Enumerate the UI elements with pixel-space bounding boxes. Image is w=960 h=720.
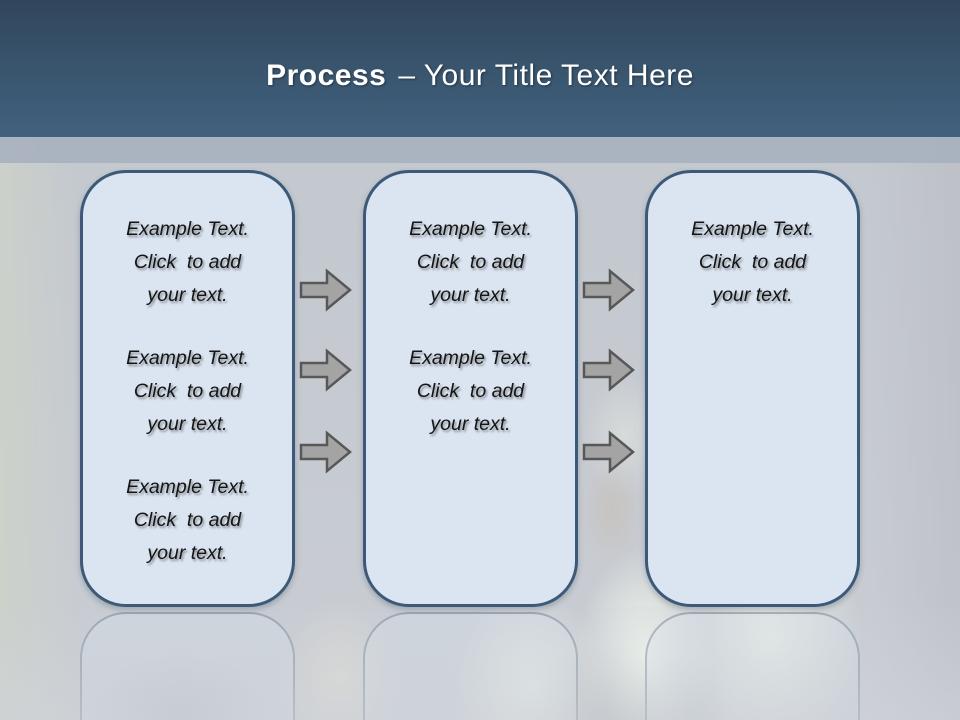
box-paragraph[interactable]: Example Text. Click to add your text. xyxy=(126,218,249,306)
box-reflection xyxy=(645,612,860,720)
box-paragraph[interactable]: Example Text. Click to add your text. xyxy=(409,218,532,306)
process-box-3[interactable]: Example Text. Click to add your text. xyxy=(645,170,860,607)
process-box-1[interactable]: Example Text. Click to add your text. Ex… xyxy=(80,170,295,607)
slide-title[interactable]: Process – Your Title Text Here xyxy=(266,59,694,93)
right-arrow-icon xyxy=(582,268,635,312)
right-arrow-icon xyxy=(299,348,352,392)
box-paragraph[interactable]: Example Text. Click to add your text. xyxy=(691,218,814,306)
box-paragraph[interactable]: Example Text. Click to add your text. xyxy=(126,476,249,564)
title-bar: Process – Your Title Text Here xyxy=(0,0,960,137)
process-box-2[interactable]: Example Text. Click to add your text. Ex… xyxy=(363,170,578,607)
box-reflection xyxy=(363,612,578,720)
title-keyword: Process xyxy=(266,58,387,92)
right-arrow-icon xyxy=(299,430,352,474)
divider-band xyxy=(0,137,960,163)
right-arrow-icon xyxy=(582,348,635,392)
box-paragraph[interactable]: Example Text. Click to add your text. xyxy=(409,347,532,435)
right-arrow-icon xyxy=(582,430,635,474)
box-reflection xyxy=(80,612,295,720)
title-placeholder-text: – Your Title Text Here xyxy=(398,58,694,92)
box-paragraph[interactable]: Example Text. Click to add your text. xyxy=(126,347,249,435)
right-arrow-icon xyxy=(299,268,352,312)
